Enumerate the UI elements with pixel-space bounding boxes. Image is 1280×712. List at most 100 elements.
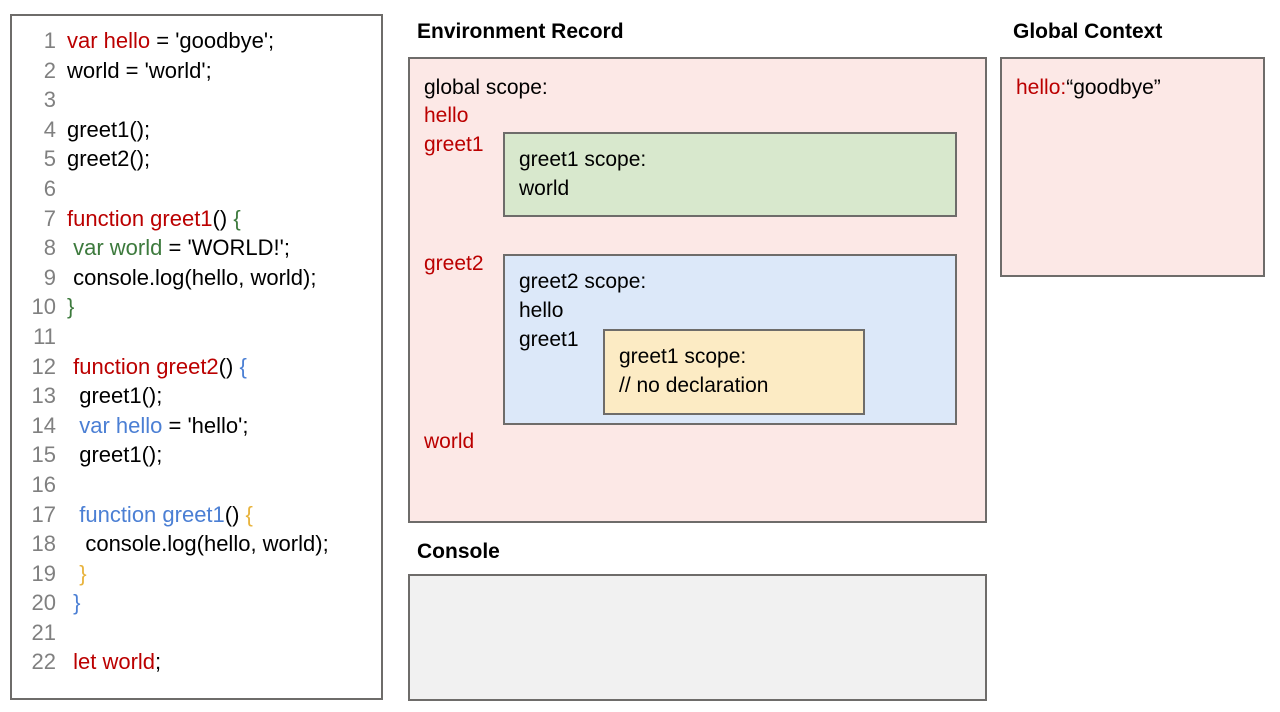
console-title: Console <box>417 540 500 563</box>
code-token: () <box>212 205 234 231</box>
code-token: = 'hello'; <box>162 412 249 438</box>
code-line-text: world = 'world'; <box>56 56 212 86</box>
code-line-text: greet1(); <box>56 115 150 145</box>
code-token: var world <box>73 235 163 261</box>
code-line-text: } <box>56 559 87 589</box>
code-line[interactable]: 13 greet1(); <box>12 381 381 411</box>
line-number: 2 <box>43 57 56 83</box>
code-line-text: var hello = 'hello'; <box>56 411 248 441</box>
code-token <box>67 413 79 438</box>
code-token: greet1(); <box>67 383 163 409</box>
greet1-scope-label: greet1 scope: <box>519 148 647 171</box>
line-number: 17 <box>31 501 56 527</box>
greet2-scope-var-hello: hello <box>519 299 564 322</box>
code-line[interactable]: 18 console.log(hello, world); <box>12 529 381 559</box>
code-line[interactable]: 8 var world = 'WORLD!'; <box>12 233 381 263</box>
code-token: greet2(); <box>67 146 151 172</box>
line-number: 13 <box>31 383 56 409</box>
greet2-scope-box: greet2 scope: hello greet1 greet1 scope:… <box>503 254 957 425</box>
code-token: function greet2 <box>73 353 219 379</box>
line-number: 22 <box>31 649 56 675</box>
line-number: 10 <box>31 294 56 320</box>
code-line[interactable]: 6 <box>12 174 381 204</box>
environment-record-title: Environment Record <box>417 20 624 43</box>
line-number: 16 <box>31 471 56 497</box>
code-line-text: function greet1() { <box>56 204 241 234</box>
greet2-scope-var-greet1: greet1 <box>519 328 579 351</box>
global-context-title: Global Context <box>1013 20 1163 43</box>
code-token: console.log(hello, world); <box>67 264 317 290</box>
code-line[interactable]: 10} <box>12 292 381 322</box>
line-number: 7 <box>43 205 56 231</box>
global-scope-var-greet1: greet1 <box>424 133 484 156</box>
line-number: 19 <box>31 560 56 586</box>
greet1-inner-scope-label: greet1 scope: <box>619 345 747 368</box>
greet2-scope-label: greet2 scope: <box>519 270 647 293</box>
code-token: greet1(); <box>67 442 163 468</box>
code-token <box>67 561 79 586</box>
global-scope-var-greet2: greet2 <box>424 252 484 275</box>
code-token: { <box>233 205 241 231</box>
line-number: 8 <box>43 235 56 261</box>
global-context-entry: hello:“goodbye” <box>1016 76 1161 100</box>
code-line[interactable]: 17 function greet1() { <box>12 500 381 530</box>
code-token: ; <box>155 649 162 675</box>
greet1-scope-box: greet1 scope: world <box>503 132 957 217</box>
code-line[interactable]: 21 <box>12 618 381 648</box>
line-number: 1 <box>43 28 56 53</box>
code-token: = 'WORLD!'; <box>162 235 290 261</box>
global-context-box: hello:“goodbye” <box>1000 57 1265 277</box>
code-line-text: function greet1() { <box>56 500 253 530</box>
code-line[interactable]: 19 } <box>12 559 381 589</box>
line-number: 12 <box>31 353 56 379</box>
code-token: () <box>224 501 246 527</box>
global-scope-var-world: world <box>424 430 475 453</box>
code-line-text: let world; <box>56 647 161 677</box>
code-line[interactable]: 9 console.log(hello, world); <box>12 263 381 293</box>
code-line-text: console.log(hello, world); <box>56 263 316 293</box>
global-context-entry-value: “goodbye” <box>1066 76 1161 99</box>
global-scope-label: global scope: <box>424 76 548 99</box>
code-line-text: } <box>56 588 80 618</box>
code-line[interactable]: 12 function greet2() { <box>12 352 381 382</box>
code-token: } <box>79 560 87 586</box>
code-token: var hello <box>67 28 151 53</box>
code-token: function greet1 <box>67 205 213 231</box>
environment-record-box: global scope: hello greet1 greet2 world … <box>408 57 987 523</box>
greet1-inner-scope-box: greet1 scope: // no declaration <box>603 329 865 415</box>
code-line[interactable]: 11 <box>12 322 381 352</box>
code-line[interactable]: 15 greet1(); <box>12 440 381 470</box>
line-number: 20 <box>31 590 56 616</box>
code-token: var hello <box>79 412 163 438</box>
code-token: () <box>218 353 240 379</box>
code-line[interactable]: 20 } <box>12 588 381 618</box>
global-context-entry-key: hello: <box>1016 76 1067 99</box>
code-token: greet1(); <box>67 116 151 142</box>
code-line-text: greet2(); <box>56 144 150 174</box>
line-number: 15 <box>31 442 56 468</box>
code-line-text: console.log(hello, world); <box>56 529 328 559</box>
line-number: 14 <box>31 412 56 438</box>
code-token: } <box>67 294 75 320</box>
code-line[interactable]: 14 var hello = 'hello'; <box>12 411 381 441</box>
code-line[interactable]: 16 <box>12 470 381 500</box>
code-line[interactable]: 22 let world; <box>12 647 381 677</box>
greet1-inner-scope-comment: // no declaration <box>619 374 769 397</box>
line-number: 21 <box>31 619 56 645</box>
code-token: } <box>73 590 81 616</box>
console-box[interactable] <box>408 574 987 701</box>
code-token: { <box>239 353 247 379</box>
code-line-text: var hello = 'goodbye'; <box>56 26 274 56</box>
line-number: 9 <box>43 264 56 290</box>
greet1-scope-var-world: world <box>519 177 570 200</box>
line-number: 3 <box>43 87 56 113</box>
code-token: function greet1 <box>79 501 225 527</box>
code-line[interactable]: 3 <box>12 85 381 115</box>
code-token: { <box>245 501 253 527</box>
